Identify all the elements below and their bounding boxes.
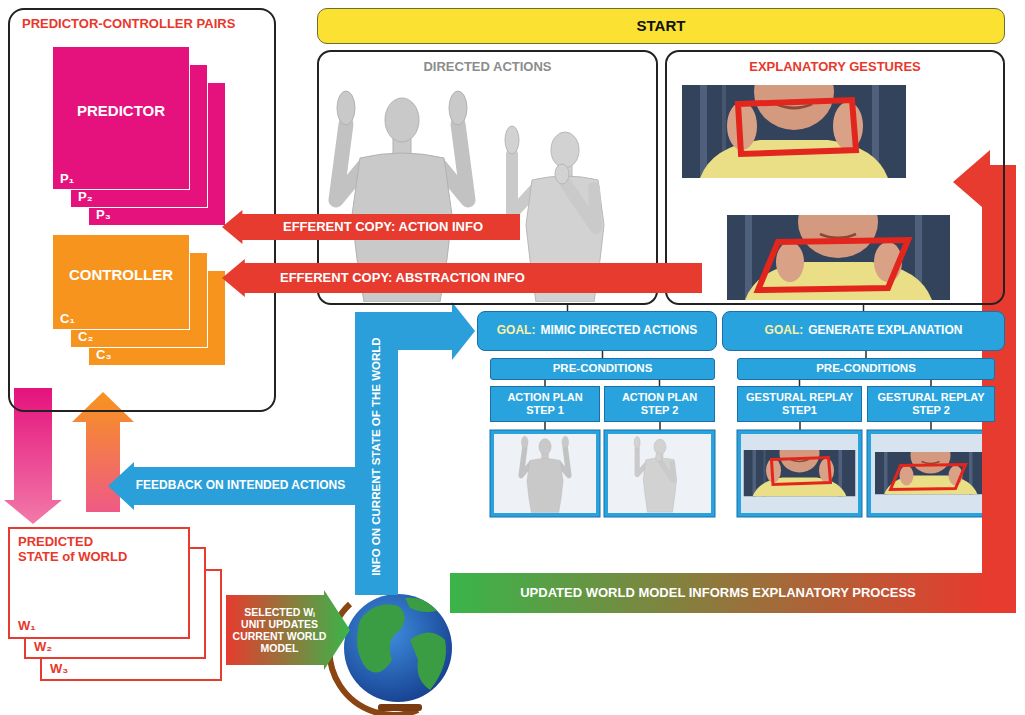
- arrow-band: FEEDBACK ON INTENDED ACTIONS: [108, 462, 355, 510]
- node-text: CONTROLLER: [60, 237, 182, 312]
- precondition-bar: PRE-CONDITIONS: [737, 358, 995, 380]
- node-text: GESTURAL REPLAY STEP1: [742, 391, 857, 416]
- arrow-body: [108, 462, 355, 510]
- node-text: ACTION PLAN STEP 2: [609, 391, 710, 416]
- node-text: GESTURAL REPLAY STEP 2: [872, 391, 990, 416]
- step-box: ACTION PLAN STEP 1: [490, 386, 600, 422]
- node-text: MIMIC DIRECTED ACTIONS: [540, 324, 697, 338]
- predictor-card: PREDICTORP₁: [52, 46, 190, 190]
- step-panels: [490, 422, 995, 517]
- node-text: EFFERENT COPY: ACTION INFO: [283, 220, 483, 235]
- node-text: W₂: [34, 640, 52, 655]
- node-text: SELECTED Wᵢ UNIT UPDATES CURRENT WORLD M…: [231, 606, 328, 654]
- arrow-band: SELECTED Wᵢ UNIT UPDATES CURRENT WORLD M…: [226, 590, 350, 670]
- node-text: PRE-CONDITIONS: [553, 362, 653, 375]
- arrow-body: [355, 318, 398, 595]
- arrow-band: UPDATED WORLD MODEL INFORMS EXPLANATORY …: [450, 573, 986, 613]
- node-text: FEEDBACK ON INTENDED ACTIONS: [136, 479, 346, 493]
- arrow-body: [226, 590, 350, 670]
- precondition-bar: PRE-CONDITIONS: [490, 358, 715, 380]
- pairs-panel: PREDICTOR-CONTROLLER PAIRSPREDICTORP₁P₂P…: [8, 8, 276, 412]
- arrow-band: EFFERENT COPY: ACTION INFO: [222, 210, 520, 244]
- arrow-body: [222, 210, 520, 244]
- node-text: W₁: [18, 619, 36, 634]
- node-text: START: [637, 17, 686, 34]
- controller-card: CONTROLLERC₁: [52, 234, 190, 330]
- node-text: PREDICTOR-CONTROLLER PAIRS: [22, 17, 235, 32]
- connector-line: [602, 351, 604, 358]
- node-text: C₃: [96, 348, 111, 363]
- node-text: C₂: [78, 330, 93, 345]
- node-text: GENERATE EXPLANATION: [808, 324, 962, 338]
- arrow-band: INFO ON CURRENT STATE OF THE WORLD: [355, 318, 398, 595]
- section-panel: EXPLANATORY GESTURES: [665, 50, 1005, 305]
- step-box: GESTURAL REPLAY STEP1: [737, 386, 862, 422]
- node-text: GOAL:: [497, 324, 536, 338]
- globe: [330, 594, 452, 715]
- world-state-card: PREDICTED STATE of WORLD W₁: [8, 527, 190, 639]
- node-text: EXPLANATORY GESTURES: [749, 60, 920, 75]
- start-bar: START: [317, 8, 1005, 44]
- node-text: UPDATED WORLD MODEL INFORMS EXPLANATORY …: [520, 586, 916, 601]
- node-text: W₃: [50, 662, 68, 677]
- step-box: GESTURAL REPLAY STEP 2: [867, 386, 995, 422]
- arrow-body: [222, 259, 702, 297]
- node-text: PRE-CONDITIONS: [816, 362, 916, 375]
- step-box: ACTION PLAN STEP 2: [604, 386, 715, 422]
- node-text: P₁: [60, 172, 74, 187]
- node-text: GOAL:: [765, 324, 804, 338]
- arrow-body: [450, 573, 986, 613]
- node-text: P₂: [78, 190, 92, 205]
- node-text: P₃: [96, 208, 111, 223]
- goal-box: GOAL: GENERATE EXPLANATION: [722, 311, 1005, 351]
- node-text: C₁: [60, 312, 75, 327]
- node-text: ACTION PLAN STEP 1: [495, 391, 595, 416]
- goal-box: GOAL: MIMIC DIRECTED ACTIONS: [477, 311, 717, 351]
- connector-line: [865, 351, 867, 358]
- node-text: PREDICTOR: [60, 49, 182, 172]
- node-text: PREDICTED STATE of WORLD: [18, 535, 133, 565]
- node-text: DIRECTED ACTIONS: [423, 60, 551, 75]
- arrow-band: EFFERENT COPY: ABSTRACTION INFO: [222, 259, 702, 297]
- gesture-photo: [727, 186, 950, 300]
- node-text: EFFERENT COPY: ABSTRACTION INFO: [280, 271, 525, 286]
- node-text: INFO ON CURRENT STATE OF THE WORLD: [370, 337, 383, 576]
